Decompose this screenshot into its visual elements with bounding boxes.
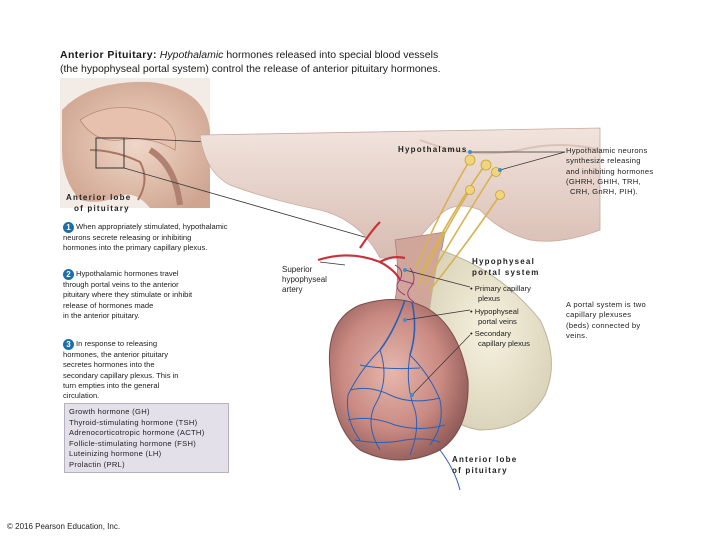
portal-part-line1: • Secondary	[470, 329, 512, 339]
leader-dots	[403, 150, 502, 397]
title-italic: Hypothalamic	[159, 49, 224, 61]
brain-inset	[60, 78, 376, 241]
portal-part-line1: • Hypophyseal	[470, 306, 519, 316]
note-line: CRH, GnRH, PIH).	[570, 187, 639, 197]
portal-part-line2: plexus	[478, 294, 500, 304]
hormone-list-box: Growth hormone (GH) Thyroid-stimulating …	[64, 403, 229, 473]
step-line: through portal veins to the anterior	[63, 280, 179, 289]
note-line: Hypothalamic neurons	[566, 146, 648, 155]
neuron-cell-bodies	[464, 154, 505, 200]
anterior-lobe	[328, 299, 469, 461]
title-rest: hormones released into special blood ves…	[226, 49, 439, 61]
step-line: secondary capillary plexus. This in	[63, 370, 179, 380]
step-line: hormones, the anterior pituitary	[63, 350, 169, 359]
note-line: capillary plexuses	[566, 310, 632, 320]
hormone-item: Follicle-stimulating hormone (FSH)	[69, 438, 197, 448]
step-line: in the anterior pituitary.	[63, 310, 140, 320]
leader-lines	[319, 151, 566, 396]
step-number-badge: 2	[63, 269, 74, 280]
neurons-note: Hypothalamic neurons synthesize releasin…	[566, 146, 654, 197]
step-number-badge: 3	[63, 339, 74, 350]
hormone-item: Thyroid-stimulating hormone (TSH)	[69, 417, 198, 427]
hypothalamic-neurons	[414, 159, 501, 291]
label-anterior-lobe-left-1: Anterior lobe	[66, 193, 132, 202]
label-superior-artery-2: hypophyseal	[282, 275, 327, 284]
title-line2: (the hypophyseal portal system) control …	[60, 63, 441, 75]
note-line: (GHRH, GHIH, TRH,	[566, 176, 641, 186]
hormone-item: Prolactin (PRL)	[69, 459, 125, 469]
portal-part-line1: • Primary capillary	[470, 284, 531, 293]
step-line: pituitary where they stimulate or inhibi…	[63, 290, 193, 300]
page-title: Anterior Pituitary: Hypothalamic hormone…	[60, 48, 530, 76]
note-line: A portal system is two	[566, 300, 647, 309]
step-line: hormones into the primary capillary plex…	[63, 243, 208, 253]
step-line: release of hormones made	[63, 300, 154, 310]
note-line: and inhibiting hormones	[566, 166, 654, 176]
note-line: synthesize releasing	[566, 156, 641, 166]
portal-system-note: A portal system is two capillary plexuse…	[566, 300, 646, 341]
secondary-capillary-plexus	[347, 349, 461, 491]
portal-veins	[379, 299, 416, 356]
label-anterior-lobe-left-2: of pituitary	[74, 204, 130, 213]
label-superior-artery-3: artery	[282, 285, 303, 294]
step-line: Hypothalamic hormones travel	[76, 269, 179, 278]
portal-part-line2: portal veins	[478, 316, 517, 326]
step-line: When appropriately stimulated, hypothala…	[76, 222, 228, 231]
copyright: © 2016 Pearson Education, Inc.	[7, 522, 121, 531]
note-line: veins.	[566, 330, 588, 340]
portal-part-line2: capillary plexus	[478, 339, 530, 349]
note-line: (beds) connected by	[566, 320, 641, 330]
superior-hypophyseal-artery	[317, 221, 406, 281]
label-hypothalamus: Hypothalamus	[398, 145, 468, 154]
label-portal-system-1: Hypophyseal	[472, 257, 535, 266]
primary-capillary-plexus	[394, 264, 415, 303]
label-superior-artery-1: Superior	[282, 265, 313, 274]
label-anterior-lobe-left: Anterior lobe of pituitary	[66, 192, 131, 214]
hormone-item: Adrenocorticotropic hormone (ACTH)	[69, 428, 205, 438]
label-anterior-lobe-bottom-1: Anterior lobe	[452, 455, 518, 464]
label-superior-artery: Superior hypophyseal artery	[282, 265, 327, 295]
step-number-badge: 1	[63, 222, 74, 233]
step-line: secretes hormones into the	[63, 360, 155, 370]
label-anterior-lobe-bottom-2: of pituitary	[452, 466, 508, 475]
label-anterior-lobe-bottom: Anterior lobe of pituitary	[452, 454, 517, 476]
step-line: circulation.	[63, 391, 100, 401]
step-line: neurons secrete releasing or inhibiting	[63, 233, 192, 242]
title-bold: Anterior Pituitary:	[60, 49, 157, 61]
step-line: In response to releasing	[76, 339, 158, 348]
step-line: turn empties into the general	[63, 380, 160, 390]
label-portal-system-2: portal system	[472, 268, 540, 277]
label-portal-system: Hypophyseal portal system	[472, 256, 540, 278]
hormone-item: Luteinizing hormone (LH)	[69, 449, 162, 459]
hormone-item: Growth hormone (GH)	[69, 407, 150, 416]
